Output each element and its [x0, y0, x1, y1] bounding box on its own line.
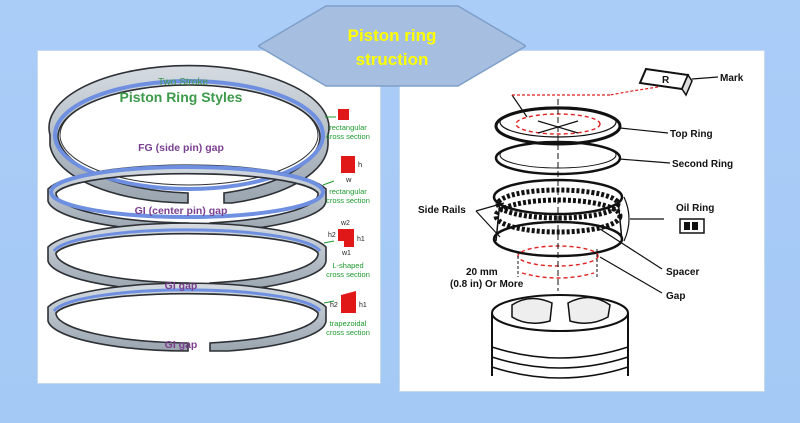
- label-oil-ring: Oil Ring: [676, 203, 714, 214]
- cross-section-trapezoidal: h2 h1 trapezoidal cross section: [323, 291, 370, 337]
- cross-section-4-line-2: cross section: [326, 328, 370, 337]
- leader-side-rail-2: [475, 210, 501, 238]
- leader-oil-ring-bracket: [623, 196, 630, 242]
- label-gap: Gap: [666, 291, 685, 302]
- ring-2-gap-label: GI (center pin) gap: [135, 205, 228, 217]
- oil-ring-section-icon: [679, 218, 705, 234]
- leader-spacer: [599, 228, 663, 270]
- cross-section-1-line-2: cross section: [326, 132, 370, 141]
- ring-4-gap-label: GI gap: [165, 339, 198, 351]
- cross-section-l-shaped: w2 h2 h1 w1 L-shaped cross section: [323, 220, 370, 279]
- ring-4-gi-trapezoidal: [47, 282, 327, 352]
- cross-section-2-line-2: cross section: [326, 196, 370, 205]
- piston-ring-assembly-diagram: R Mark Top Ring Second Ring Oil Ring Sid…: [418, 67, 744, 379]
- piston-ring-assembly-panel: R Mark Top Ring Second Ring Oil Ring Sid…: [399, 50, 765, 392]
- banner-title-line-1: Piston ring: [347, 26, 437, 45]
- cross-section-4-line-1: trapezoidal: [330, 319, 367, 328]
- label-side-rails: Side Rails: [418, 205, 466, 216]
- dim-h2: h2: [328, 232, 336, 239]
- piston-ring-styles-panel: Two Stroke Piston Ring Styles FG (side p…: [37, 50, 381, 384]
- ring-3-gi-l-shaped: [47, 222, 327, 292]
- ring-2-gi-center-pin: [47, 164, 327, 232]
- title-banner: Piston ring struction: [258, 4, 526, 92]
- dim-w: w: [345, 175, 352, 184]
- label-mark: Mark: [720, 73, 744, 84]
- dim-h1-trap: h1: [359, 302, 367, 309]
- label-second-ring: Second Ring: [672, 159, 733, 170]
- label-distance-2: (0.8 in) Or More: [450, 279, 524, 290]
- ring-1-gap-label: FG (side pin) gap: [138, 142, 224, 154]
- cross-section-1-line-1: rectangular: [329, 123, 367, 132]
- ring-1-fg-side-pin: [48, 64, 330, 204]
- leader-second-ring: [618, 158, 671, 164]
- leader-gap: [599, 256, 663, 294]
- leader-side-rail-1: [475, 202, 505, 212]
- heading-large: Piston Ring Styles: [120, 89, 243, 105]
- dim-h1: h1: [357, 236, 365, 243]
- piston: [491, 294, 629, 379]
- label-spacer: Spacer: [666, 267, 699, 278]
- cross-section-rectangular-2: h w rectangular cross section: [322, 156, 370, 205]
- dim-w2: w2: [340, 220, 350, 227]
- leader-top-ring: [619, 127, 669, 134]
- cross-section-rectangular-1: rectangular cross section: [325, 109, 370, 141]
- banner-title-line-2: struction: [355, 50, 429, 69]
- heading-small: Two Stroke: [158, 77, 208, 88]
- cross-section-2-line-1: rectangular: [329, 187, 367, 196]
- label-top-ring: Top Ring: [670, 129, 713, 140]
- dim-h2-trap: h2: [330, 302, 338, 309]
- mark-inset: R: [511, 67, 719, 118]
- piston-ring-styles-diagram: Two Stroke Piston Ring Styles FG (side p…: [47, 64, 370, 352]
- gap-distance-arc: [521, 272, 595, 279]
- cross-section-3-line-2: cross section: [326, 270, 370, 279]
- label-distance-1: 20 mm: [466, 267, 498, 278]
- dim-w1: w1: [341, 250, 351, 257]
- dim-h: h: [358, 160, 362, 169]
- cross-section-3-line-1: L-shaped: [332, 261, 363, 270]
- banner-diamond: [258, 5, 526, 87]
- ring-3-gap-label: GI gap: [165, 280, 198, 292]
- mark-letter: R: [662, 75, 670, 86]
